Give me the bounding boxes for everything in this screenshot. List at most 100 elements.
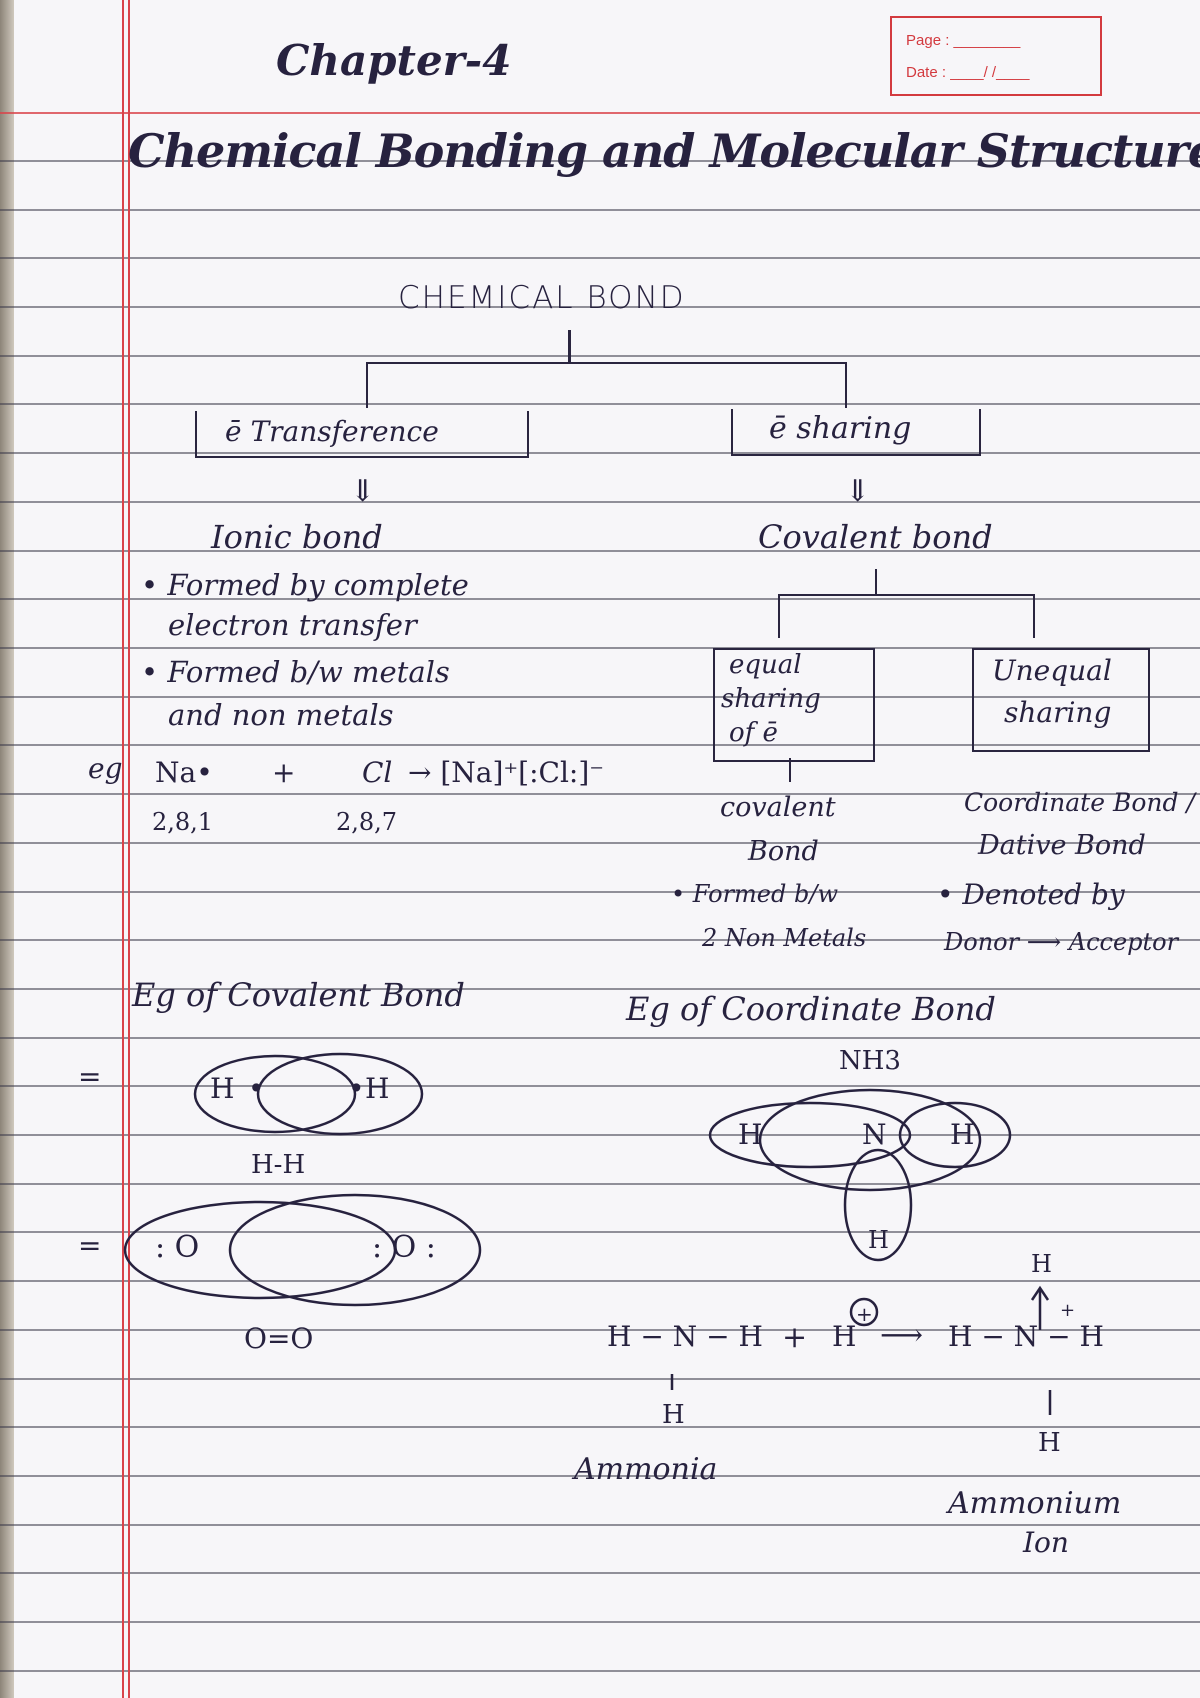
ruled-line xyxy=(0,1329,1200,1331)
n-atom: N xyxy=(862,1118,887,1151)
ruled-line xyxy=(0,696,1200,698)
eg-label: eg xyxy=(88,752,123,785)
ruled-line xyxy=(0,257,1200,259)
ruled-line xyxy=(0,1280,1200,1282)
svg-text:=: = xyxy=(78,1229,101,1262)
proton: H xyxy=(832,1320,857,1353)
covalent-label: covalent xyxy=(720,792,836,823)
h2-orbital xyxy=(256,1052,424,1136)
h-atom: H xyxy=(662,1400,685,1430)
plus: + xyxy=(272,756,296,789)
page-title: Chemical Bonding and Molecular Structure xyxy=(128,124,1200,178)
margin-line xyxy=(122,0,124,1698)
sharing-box: ē sharing xyxy=(731,409,981,456)
ionic-bond-label: Ionic bond xyxy=(211,518,383,556)
box-text: equal xyxy=(729,650,802,680)
nh3-label: NH3 xyxy=(839,1046,901,1076)
date-label: Date : xyxy=(906,64,947,81)
ammonium-formula: H − N − H xyxy=(948,1320,1104,1353)
coordinate-point: Donor ⟶ Acceptor xyxy=(944,928,1179,956)
ammonium-label: Ammonium xyxy=(948,1486,1122,1521)
o2-formula: O=O xyxy=(244,1322,314,1355)
ruled-line xyxy=(0,647,1200,649)
ruled-line xyxy=(0,1378,1200,1380)
connector xyxy=(366,362,368,408)
ruled-line xyxy=(0,209,1200,211)
connector xyxy=(845,362,847,408)
ruled-line xyxy=(0,452,1200,454)
covalent-bond-label: Covalent bond xyxy=(758,518,993,556)
svg-text:=: = xyxy=(78,1060,101,1093)
transference-label: ē Transference xyxy=(225,415,439,448)
ruled-line xyxy=(0,793,1200,795)
covalent-label: Bond xyxy=(748,836,819,867)
ruled-line xyxy=(0,1134,1200,1136)
h-atom: H xyxy=(1031,1250,1052,1278)
page-label: Page : xyxy=(906,32,950,49)
reaction-arrow: ⟶ xyxy=(880,1318,924,1353)
h-atom: H xyxy=(365,1072,390,1105)
na-config: 2,8,1 xyxy=(152,808,214,836)
equal-sharing-box: equal sharing of ē xyxy=(713,648,875,762)
ruled-line xyxy=(0,550,1200,552)
date-value: / / xyxy=(983,64,997,81)
connector xyxy=(778,594,780,638)
o-atom: : O xyxy=(155,1230,200,1265)
ruled-line xyxy=(0,1475,1200,1477)
ruled-line xyxy=(0,1085,1200,1087)
ruled-line xyxy=(0,1426,1200,1428)
ruled-line xyxy=(0,1670,1200,1672)
box-text: Unequal xyxy=(992,654,1112,687)
chlorine: Cl xyxy=(362,756,393,789)
page-date-box: Page : ________ Date : ____/ /____ xyxy=(890,16,1102,96)
charge: + xyxy=(1060,1300,1076,1321)
ruled-line xyxy=(0,1183,1200,1185)
ammonia-label: Ammonia xyxy=(574,1452,718,1487)
ruled-line xyxy=(0,1231,1200,1233)
h-atom: H xyxy=(210,1072,235,1105)
h-atom: H xyxy=(1038,1428,1061,1458)
ruled-line xyxy=(0,744,1200,746)
covalent-point: • Formed b/w xyxy=(671,880,838,908)
ionic-point: • Formed b/w metals xyxy=(141,655,450,689)
chapter-heading: Chapter-4 xyxy=(276,36,512,85)
h-atom: H xyxy=(738,1118,763,1151)
ruled-line xyxy=(0,160,1200,162)
o2-orbital xyxy=(228,1193,482,1307)
covalent-point: 2 Non Metals xyxy=(702,924,867,952)
ammonia-formula: H − N − H xyxy=(607,1320,763,1353)
ruled-line xyxy=(0,355,1200,357)
sharing-label: ē sharing xyxy=(769,411,912,446)
double-arrow-icon: ⇓ xyxy=(845,474,871,509)
root-node: CHEMICAL BOND xyxy=(398,280,686,316)
product: → [Na]⁺[:Cl:]⁻ xyxy=(408,756,605,789)
ruled-line xyxy=(0,1037,1200,1039)
electron-dot: • xyxy=(248,1072,265,1105)
connector xyxy=(778,594,1034,596)
ruled-line xyxy=(0,1524,1200,1526)
sodium: Na• xyxy=(155,756,213,789)
connector xyxy=(568,330,571,363)
connector xyxy=(875,569,877,595)
header-line xyxy=(0,112,1200,114)
coordinate-label: Dative Bond xyxy=(978,830,1146,861)
ammonium-label: Ion xyxy=(1023,1526,1069,1559)
coordinate-point: • Denoted by xyxy=(937,878,1125,911)
covalent-example-heading: Eg of Covalent Bond xyxy=(132,976,465,1014)
h2-formula: H-H xyxy=(251,1150,306,1180)
notebook-binding xyxy=(0,0,14,1698)
ruled-line xyxy=(0,939,1200,941)
coordinate-example-heading: Eg of Coordinate Bond xyxy=(626,990,996,1028)
o-atom: : O : xyxy=(372,1230,436,1265)
electron-dot: • xyxy=(348,1072,365,1105)
ruled-line xyxy=(0,1572,1200,1574)
ruled-line xyxy=(0,598,1200,600)
ruled-line xyxy=(0,842,1200,844)
h-atom: H xyxy=(950,1118,975,1151)
double-arrow-icon: ⇓ xyxy=(350,474,376,509)
transference-box: ē Transference xyxy=(195,411,529,458)
ruled-line xyxy=(0,306,1200,308)
connector xyxy=(366,362,846,364)
unequal-sharing-box: Unequal sharing xyxy=(972,648,1150,752)
connector xyxy=(789,758,791,782)
